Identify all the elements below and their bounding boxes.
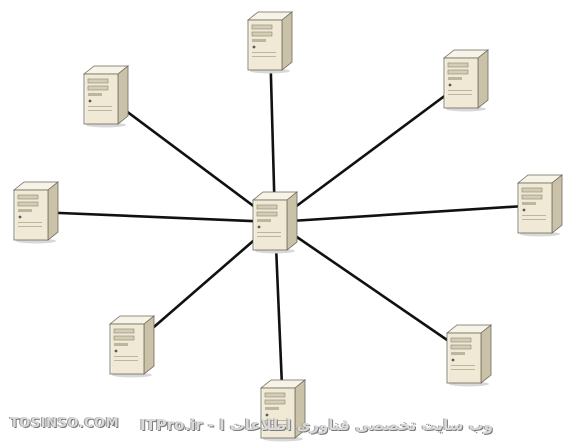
link-server-top-left — [105, 94, 276, 224]
link-server-top-right — [274, 78, 467, 224]
network-links — [35, 41, 541, 411]
server-top-left — [82, 65, 130, 128]
link-server-right — [274, 203, 541, 224]
watermark-tosinso: TOSINSO.COM — [10, 416, 120, 431]
server-left — [12, 181, 60, 244]
watermark-itpro: ITPro.ir - وب سایت تخصصی فناوری اطلاعات … — [139, 416, 493, 434]
server-bottom-left — [108, 315, 156, 378]
server-right — [516, 174, 564, 237]
server-bottom-right — [445, 324, 493, 387]
server-nodes — [12, 11, 564, 442]
link-server-bottom-left — [131, 221, 276, 347]
link-server-left — [35, 210, 276, 224]
server-bottom — [259, 379, 307, 442]
server-top-right — [442, 49, 490, 112]
link-server-bottom-right — [274, 220, 470, 357]
server-top — [246, 11, 294, 74]
hub-server — [251, 191, 299, 254]
